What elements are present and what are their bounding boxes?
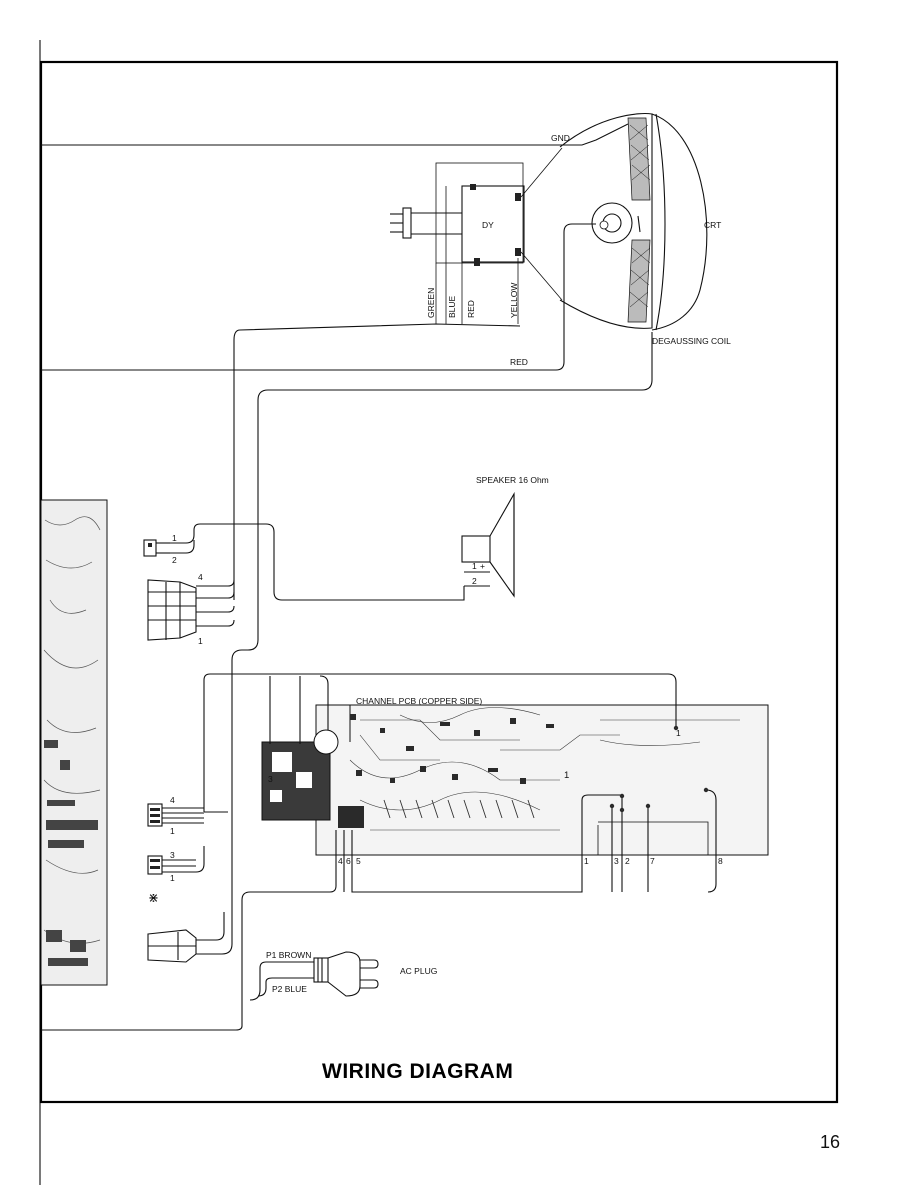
degaussing-coil-label: DEGAUSSING COIL [652,336,731,346]
pcb-right-pin-7: 7 [650,856,655,866]
channel-pcb-label: CHANNEL PCB (COPPER SIDE) [356,696,482,706]
pcb-bottom-pin-4: 4 [338,856,343,866]
gnd-label: GND [551,133,570,143]
pcb-bottom-pin-6: 6 [346,856,351,866]
page-number: 16 [820,1132,840,1152]
speaker-connector-pin-1: 1 [172,533,177,543]
yoke-wires [239,186,521,331]
pcb-connector-b [147,846,205,875]
deflection-yoke [390,147,563,301]
channel-pcb-mark-3: 3 [268,774,273,784]
yoke-connector-pin-1: 1 [198,636,203,646]
main-pcb [40,499,108,986]
power-connector [147,912,233,963]
yoke-connector-pin-4: 4 [198,572,203,582]
gnd-wire [41,123,629,146]
speaker-pin-2: 2 [472,576,477,586]
yoke-wire-red-label: RED [466,300,476,318]
speaker-connector-pin-2: 2 [172,555,177,565]
speaker-pin-1: 1 [472,561,477,571]
channel-pcb-mark-1: 1 [564,770,569,781]
degaussing-wire [231,332,653,930]
pcb-connector-b-pin-3: 3 [170,850,175,860]
speaker-pin-plus: + [480,561,485,571]
ac-plug-label: AC PLUG [400,966,437,976]
pcb-right-pin-8: 8 [718,856,723,866]
speaker-label: SPEAKER 16 Ohm [476,475,549,485]
yoke-connector [147,579,235,641]
speaker-connector [143,523,465,601]
channel-top-wires [203,673,677,813]
yoke-wire-yellow-label: YELLOW [509,283,519,318]
pcb-bottom-pin-5: 5 [356,856,361,866]
plug-p2-label: P2 BLUE [272,984,307,994]
yoke-wire-green-label: GREEN [426,288,436,318]
red-wire-label: RED [510,357,528,367]
pcb-right-pin-2: 2 [625,856,630,866]
pcb-connector-a [147,803,204,827]
pcb-connector-a-pin-4: 4 [170,795,175,805]
channel-pcb-mark-top-right: 1 [676,728,681,738]
channel-pcb [261,704,769,856]
crt-tube [559,112,708,331]
ac-plug [249,951,379,1001]
channel-bottom-wires [41,789,717,1031]
red-anode-wire [41,223,596,371]
yoke-bundle [233,329,241,600]
dy-label: DY [482,220,494,230]
pcb-connector-b-pin-1: 1 [170,873,175,883]
not-connected-mark: ⋇ [148,891,159,906]
pcb-connector-a-pin-1: 1 [170,826,175,836]
crt-label: CRT [704,220,721,230]
pcb-right-pin-1: 1 [584,856,589,866]
plug-p1-label: P1 BROWN [266,950,311,960]
pcb-right-pin-3: 3 [614,856,619,866]
speaker [461,491,515,598]
diagram-title: WIRING DIAGRAM [322,1060,513,1083]
yoke-wire-blue-label: BLUE [447,295,457,318]
